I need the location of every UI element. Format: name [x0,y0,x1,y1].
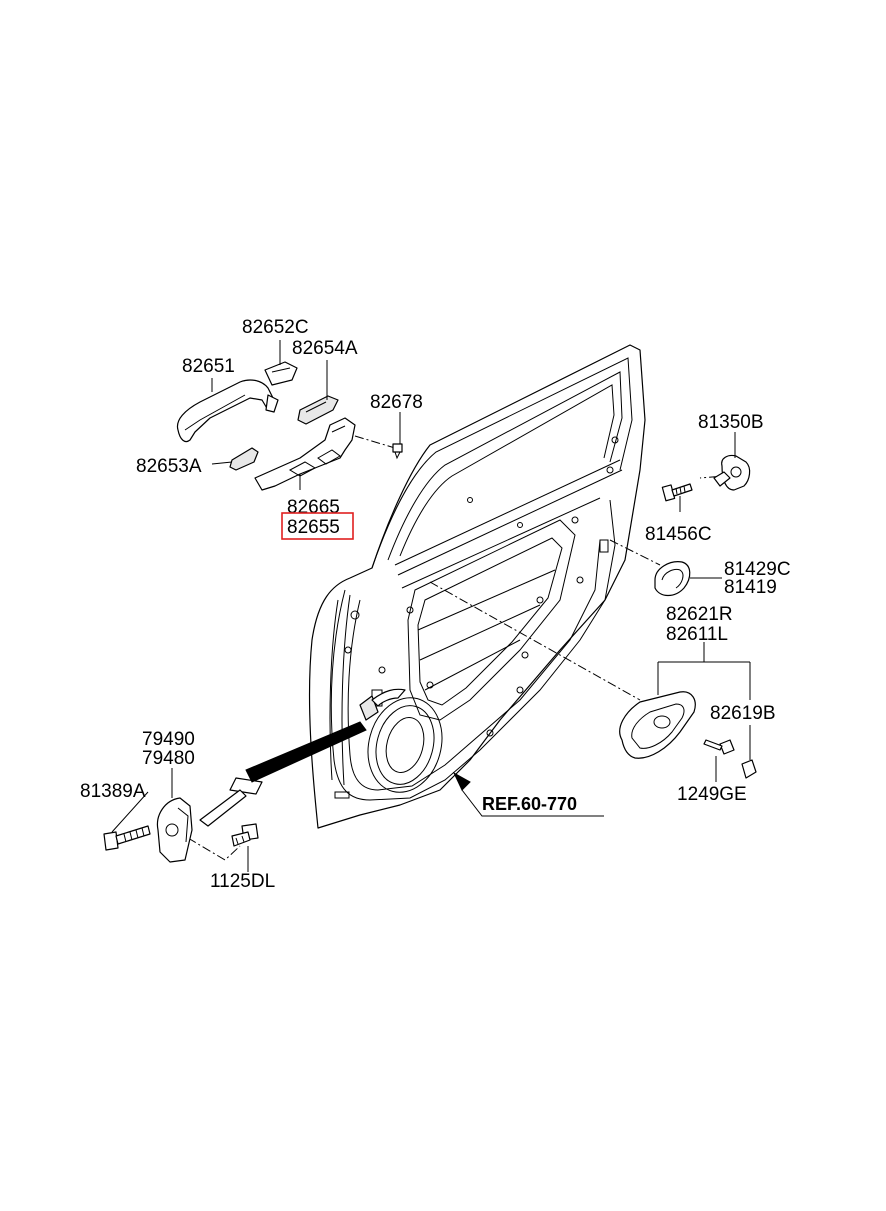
centerline-bolt [187,837,241,861]
label-1249GE: 1249GE [677,784,747,805]
label-81419: 81419 [724,577,777,598]
label-79480: 79480 [142,748,195,769]
label-82653A: 82653A [136,456,202,477]
bolt-81456C [661,483,693,502]
bolt-1125DL [231,823,259,847]
screw-1249GE [703,739,735,755]
centerline-gasket [609,539,661,566]
centerline-screw [354,435,396,449]
centerline-inner-handle [429,581,641,701]
frame-82665 [254,417,356,491]
pad-82653A [229,447,259,471]
door-panel [308,344,646,829]
label-82665: 82665 [287,497,340,518]
highlight-box-82655 [281,512,354,540]
label-81350B: 81350B [698,412,764,433]
cap-82619B [741,759,757,779]
leader-lines [111,340,751,872]
label-82678: 82678 [370,392,423,413]
door-check-79490 [156,721,367,863]
gasket-81429C [654,561,691,597]
label-82651: 82651 [182,356,235,377]
label-82655[interactable]: 82655 [287,517,340,538]
cover-82652C [264,361,298,386]
label-81389A: 81389A [80,781,146,802]
label-1125DL: 1125DL [210,871,275,892]
pad-82654A [297,395,339,425]
label-79490: 79490 [142,729,195,750]
label-82621R: 82621R [666,604,733,625]
label-81456C: 81456C [645,524,712,545]
inside-handle-82621R [619,691,696,759]
label-81429C: 81429C [724,559,791,580]
reference-label: REF.60-770 [482,794,577,814]
label-82611L: 82611L [666,624,728,645]
label-82652C: 82652C [242,317,309,338]
screw-82678 [392,443,403,460]
label-82654A: 82654A [292,338,358,359]
outside-handle-82651 [176,379,279,443]
striker-81350B [713,454,751,491]
label-82619B: 82619B [710,703,776,724]
bolt-81389A [103,825,151,851]
